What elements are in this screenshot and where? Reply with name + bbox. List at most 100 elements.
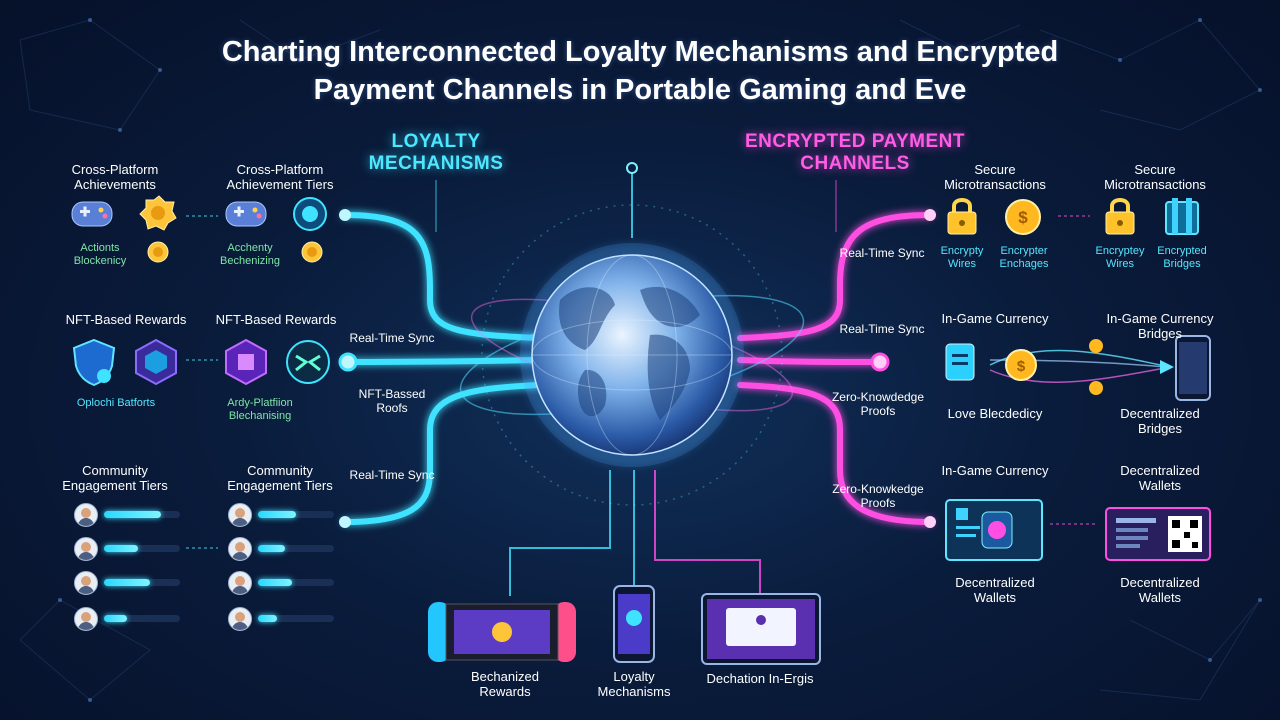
sync-label-4: Real-Time Sync: [839, 322, 925, 336]
globe-continents: [559, 286, 700, 420]
loyalty-node-top: [339, 209, 351, 221]
gold-badge-icon: [139, 195, 177, 231]
avatar: [74, 607, 98, 631]
payment-node-bottom: [924, 516, 936, 528]
engagement-bar-fill: [104, 615, 127, 622]
svg-text:$: $: [1017, 358, 1026, 375]
engagement-bar: [258, 545, 334, 552]
small-gold-badge-icon: [147, 241, 169, 263]
phone-device-icon: [613, 585, 655, 663]
sync-label-1: Real-Time Sync: [349, 331, 435, 345]
engagement-bar-fill: [104, 511, 161, 518]
small-gold-badge-icon: [301, 241, 323, 263]
currency-title-a: In-Game Currency: [941, 311, 1049, 326]
avatar: [228, 503, 252, 527]
qr-wallet-icon: [1105, 507, 1211, 561]
coin-icon: [1089, 339, 1103, 353]
coin-icon: $: [1005, 199, 1041, 235]
page-title: Charting Interconnected Loyalty Mechanis…: [221, 36, 1059, 106]
avatar: [74, 503, 98, 527]
sync-label-3: Real-Time Sync: [839, 246, 925, 260]
arrow-icon: [1160, 360, 1174, 374]
engagement-bar-fill: [104, 545, 139, 552]
engagement-bar: [258, 615, 334, 622]
payment-wires: [737, 212, 933, 525]
avatar: [74, 537, 98, 561]
tablet-device-icon: [701, 593, 821, 665]
payment-node-top: [924, 209, 936, 221]
nft-title-a: NFT-Based Rewards: [65, 312, 187, 327]
engagement-bar-fill: [258, 511, 296, 518]
wallet-card-icon: [945, 499, 1043, 561]
sync-label-2: Real-Time Sync: [349, 468, 435, 482]
engagement-bar: [104, 545, 180, 552]
engagement-bar-fill: [258, 545, 285, 552]
engagement-bar: [104, 579, 180, 586]
avatar: [74, 571, 98, 595]
loyalty-node-mid: [338, 352, 358, 372]
gamepad-icon: [225, 201, 267, 227]
padlock-icon: [947, 198, 977, 235]
ledger-icon: [945, 343, 975, 381]
hex-nft-icon: [135, 338, 177, 386]
nft-title-b: NFT-Based Rewards: [215, 312, 337, 327]
nft-sub-a: Oplochi Batforts: [76, 397, 156, 409]
engagement-bar: [258, 579, 334, 586]
shield-badge-icon: [293, 197, 327, 231]
puzzle-nft-icon: [225, 338, 267, 386]
engagement-bar: [104, 511, 180, 518]
engagement-bar: [258, 511, 334, 518]
wings-emblem-icon: [286, 340, 330, 384]
engagement-bar-fill: [258, 579, 293, 586]
top-antenna-node: [626, 162, 638, 174]
engagement-bar-fill: [258, 615, 277, 622]
tablet-label: Dechation In-Ergis: [706, 671, 814, 686]
avatar: [228, 537, 252, 561]
loyalty-node-bottom: [339, 516, 351, 528]
shield-nft-icon: [72, 338, 116, 387]
gamepad-icon: [71, 201, 113, 227]
bridge-icon: [1165, 198, 1199, 235]
engagement-bar-fill: [104, 579, 150, 586]
handheld-console-icon: [428, 602, 576, 662]
smartphone-icon: [1175, 335, 1211, 401]
payment-node-mid: [870, 352, 890, 372]
avatar: [228, 607, 252, 631]
wallets-title-a: In-Game Currency: [941, 463, 1049, 478]
coin-icon: [1089, 381, 1103, 395]
coin-icon: $: [1005, 349, 1037, 381]
svg-text:$: $: [1018, 208, 1028, 227]
avatar: [228, 571, 252, 595]
currency-sub-a: Love Blecdedicy: [947, 406, 1043, 421]
engagement-bar: [104, 615, 180, 622]
loyalty-wires: [342, 212, 543, 525]
padlock-icon: [1105, 198, 1135, 235]
